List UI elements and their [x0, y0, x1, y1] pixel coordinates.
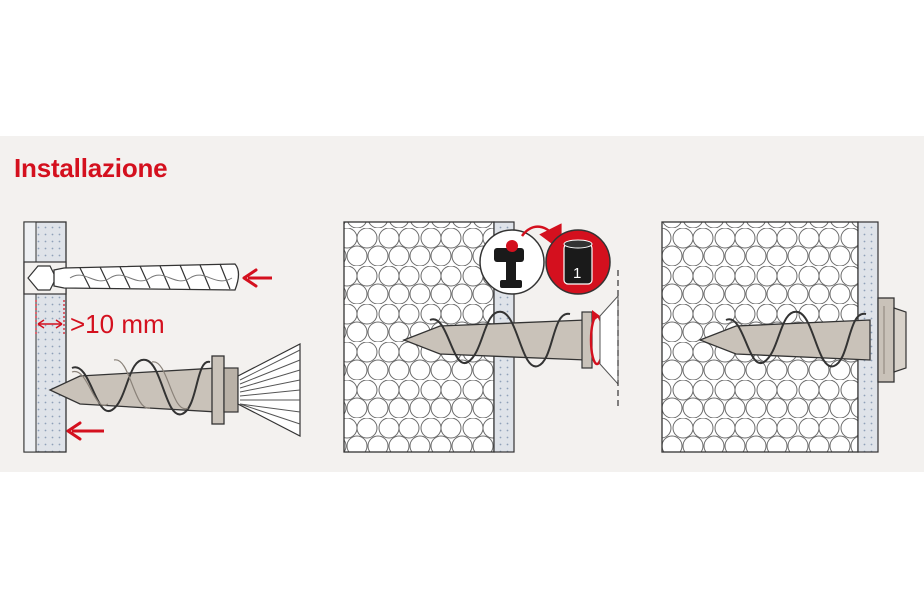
insulation-plug: [48, 355, 239, 425]
depth-label: >10 mm: [70, 309, 165, 339]
insulation-plug: [402, 310, 593, 369]
drill-bit: [53, 263, 240, 291]
step-1-drill-panel: >10 mm: [23, 221, 301, 453]
push-in-arrow-bottom: [66, 421, 104, 441]
fixed-plug: [698, 297, 907, 383]
step-3-finished-panel: [661, 221, 907, 453]
bit-holder: [237, 343, 301, 437]
torque-setting-value: 1: [573, 265, 581, 282]
insulation-board: [23, 221, 67, 453]
step-2-screw-in-panel: 1: [343, 221, 619, 453]
page-title: Installazione: [14, 153, 168, 183]
cordless-drill-icon: [479, 229, 545, 295]
torque-setting-icon: 1: [545, 229, 611, 295]
push-in-arrow-top: [242, 268, 272, 288]
minimum-depth-dimension: >10 mm: [35, 300, 165, 339]
